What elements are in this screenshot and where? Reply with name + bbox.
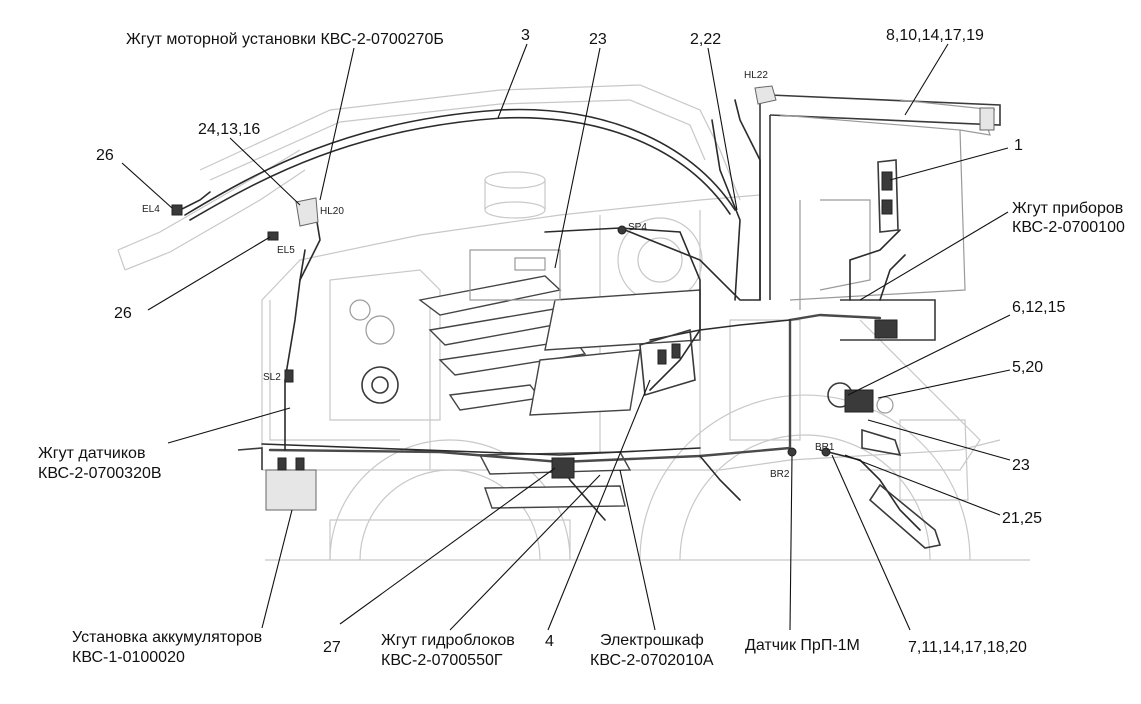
machine-outline xyxy=(117,84,1030,561)
label-8-10-14-17-19: 8,10,14,17,19 xyxy=(886,27,984,44)
label-23-right: 23 xyxy=(1012,457,1030,474)
sensor-br1 xyxy=(821,447,831,457)
label-battery-1: Установка аккумуляторов xyxy=(72,629,262,646)
tag-sp4: SP4 xyxy=(628,222,647,233)
electrical-cabinet xyxy=(639,328,696,397)
label-instruments-harness-2: КВС-2-0700100 xyxy=(1012,219,1125,236)
component-5-20 xyxy=(844,389,874,413)
label-27: 27 xyxy=(323,639,341,656)
label-23-top: 23 xyxy=(589,31,607,48)
sensor-br2 xyxy=(787,447,797,457)
side-panels xyxy=(418,249,701,509)
label-26-bottom: 26 xyxy=(114,305,132,322)
label-26-top: 26 xyxy=(96,147,114,164)
label-21-25: 21,25 xyxy=(1002,510,1042,527)
sensor-sp4 xyxy=(617,225,627,235)
battery-box xyxy=(265,469,317,511)
label-7-11-14-17-18-20: 7,11,14,17,18,20 xyxy=(908,639,1027,656)
label-5-20: 5,20 xyxy=(1012,359,1043,376)
tag-sl2: SL2 xyxy=(263,372,281,383)
component-tags: HL22 HL20 EL4 EL5 SP4 SL2 BR1 BR2 xyxy=(142,70,835,480)
label-battery-2: КВС-1-0100020 xyxy=(72,649,185,666)
pulley xyxy=(361,366,399,404)
hydraulic-block xyxy=(551,457,575,479)
cab xyxy=(754,85,1001,341)
label-hydro-harness-1: Жгут гидроблоков xyxy=(381,632,515,649)
label-1: 1 xyxy=(1014,137,1023,154)
tag-br2: BR2 xyxy=(770,469,790,480)
lamp-el5 xyxy=(267,231,279,241)
label-2-22: 2,22 xyxy=(690,31,721,48)
tag-hl20: HL20 xyxy=(320,206,344,217)
label-sensors-harness-2: КВС-2-0700320В xyxy=(38,465,162,482)
sensor-sl2 xyxy=(284,369,294,383)
tag-el4: EL4 xyxy=(142,204,160,215)
label-sensors-harness-1: Жгут датчиков xyxy=(38,445,145,462)
label-sensor-prp: Датчик ПрП-1М xyxy=(745,637,860,654)
tag-hl22: HL22 xyxy=(744,70,768,81)
label-cabinet-2: КВС-2-0702010А xyxy=(590,652,714,669)
tag-br1: BR1 xyxy=(815,442,835,453)
label-6-12-15: 6,12,15 xyxy=(1012,299,1065,316)
label-24-13-16: 24,13,16 xyxy=(198,121,260,138)
label-4: 4 xyxy=(545,633,554,650)
label-instruments-harness-1: Жгут приборов xyxy=(1012,200,1123,217)
tag-el5: EL5 xyxy=(277,245,295,256)
label-cabinet-1: Электрошкаф xyxy=(600,632,704,649)
label-hydro-harness-2: КВС-2-0700550Г xyxy=(381,652,503,669)
lamp-el4 xyxy=(171,204,183,216)
components xyxy=(171,197,942,549)
lamp-hl20 xyxy=(295,197,319,227)
leader-lines xyxy=(121,43,1011,631)
label-engine-harness: Жгут моторной установки КВС-2-0700270Б xyxy=(126,31,444,48)
callout-labels: Жгут моторной установки КВС-2-0700270Б 3… xyxy=(38,27,1125,669)
label-3: 3 xyxy=(521,27,530,44)
